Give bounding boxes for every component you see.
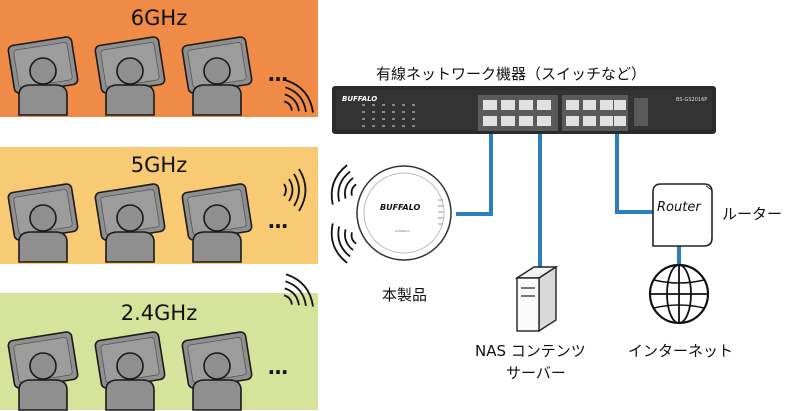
tablet-user-icon: [93, 35, 167, 116]
tablet-user-icon: [6, 35, 80, 116]
users-2-4ghz: [6, 330, 254, 411]
tablet-user-icon: [6, 330, 80, 411]
wifi-signal-icon: [283, 168, 307, 212]
band-5ghz-ellipsis: …: [268, 209, 289, 233]
ap-brand-logo: BUFFALO: [380, 203, 420, 212]
switch-brand-logo: BUFFALO: [342, 95, 377, 103]
router-box-label: Router: [657, 200, 701, 215]
switch-title: 有線ネットワーク機器（スイッチなど）: [376, 65, 647, 83]
tablet-user-icon: [180, 35, 254, 116]
band-2-4ghz-title: 2.4GHz: [120, 301, 198, 325]
band-5ghz-title: 5GHz: [130, 153, 188, 177]
access-point-device: BUFFALO AirStation: [356, 165, 452, 261]
wifi-signal-icon: [325, 162, 363, 211]
server-icon: [514, 265, 559, 333]
band-6ghz-ellipsis: …: [268, 62, 289, 86]
band-2-4ghz-ellipsis: …: [268, 355, 289, 379]
wifi-signal-icon: [273, 269, 319, 317]
cable-router-switch: [615, 108, 653, 214]
nas-label-line1: NAS コンテンツ: [475, 342, 586, 360]
svg-text:AirStation: AirStation: [395, 229, 410, 233]
cable-ap-switch: [456, 108, 493, 216]
switch-device: BUFFALO BS-GS2016P: [332, 86, 716, 134]
users-5ghz: [6, 182, 254, 263]
switch-ports-left: [478, 95, 558, 131]
switch-indicators: [362, 104, 415, 127]
tablet-user-icon: [6, 182, 80, 263]
nas-label-line2: サーバー: [506, 364, 566, 382]
users-6ghz: [6, 35, 254, 116]
tablet-user-icon: [180, 330, 254, 411]
tablet-user-icon: [180, 182, 254, 263]
globe-icon: [648, 263, 710, 325]
tablet-user-icon: [93, 330, 167, 411]
tablet-user-icon: [93, 182, 167, 263]
router-label: ルーター: [722, 205, 783, 223]
wifi-signal-icon: [273, 75, 319, 123]
internet-label: インターネット: [628, 342, 734, 360]
wifi-signal-icon: [325, 217, 363, 266]
switch-ports-right: [562, 95, 648, 131]
access-point-label: 本製品: [382, 286, 428, 304]
router-device: [652, 183, 713, 247]
band-6ghz-title: 6GHz: [130, 6, 188, 30]
switch-model-logo: BS-GS2016P: [676, 97, 707, 103]
network-cables: [456, 108, 681, 268]
